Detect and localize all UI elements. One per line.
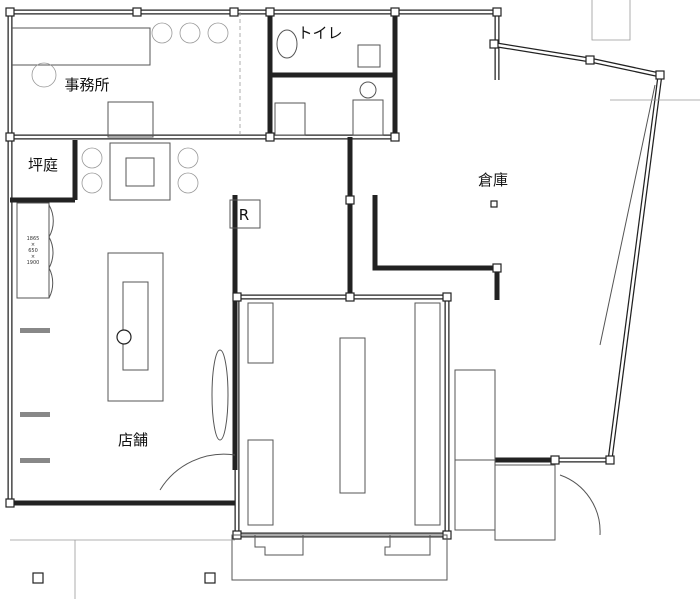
- shelf-dimensions: 1865 × 650 × 1900: [27, 236, 40, 266]
- svg-text:×: ×: [31, 254, 35, 260]
- room-label-office: 事務所: [64, 76, 109, 94]
- room-label-shop: 店舗: [118, 431, 148, 449]
- svg-text:650: 650: [28, 248, 38, 254]
- room-label-courtyard: 坪庭: [28, 156, 58, 174]
- room-label-warehouse: 倉庫: [478, 171, 508, 189]
- room-label-toilet: トイレ: [297, 24, 342, 42]
- furniture: [10, 0, 700, 599]
- fridge-mark: R: [239, 206, 249, 224]
- svg-text:1900: 1900: [27, 260, 40, 266]
- svg-text:1865: 1865: [27, 236, 40, 242]
- svg-text:×: ×: [31, 242, 35, 248]
